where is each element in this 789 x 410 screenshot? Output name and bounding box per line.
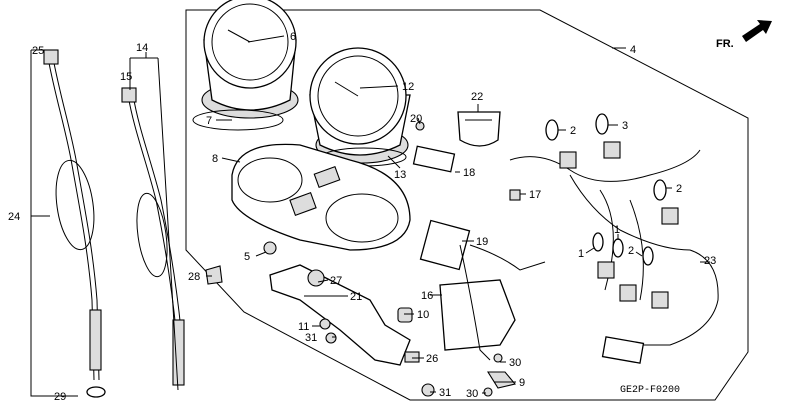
- callout-1b: 1: [614, 224, 620, 236]
- bulb-2b: [653, 179, 667, 201]
- callout-15: 15: [120, 71, 132, 83]
- callout-9: 9: [519, 377, 525, 389]
- callout-30b: 30: [466, 388, 478, 400]
- callout-21: 21: [350, 291, 362, 303]
- callout-23: 23: [704, 255, 716, 267]
- cable-top-nut-15: [121, 87, 137, 103]
- callout-31a: 31: [305, 332, 317, 344]
- leader-lines: [145, 35, 710, 394]
- callout-4: 4: [630, 44, 636, 56]
- callout-17: 17: [529, 189, 541, 201]
- callout-5: 5: [244, 251, 250, 263]
- assembly-outline: [185, 9, 749, 401]
- bolt-30a: [493, 353, 503, 363]
- bulb-1b: [612, 238, 624, 258]
- bracket-21: [269, 264, 411, 366]
- callout-13: 13: [394, 169, 406, 181]
- callout-2b: 2: [676, 183, 682, 195]
- callout-2a: 2: [570, 125, 576, 137]
- callout-3: 3: [622, 120, 628, 132]
- grommet-29: [86, 386, 106, 398]
- callout-28: 28: [188, 271, 200, 283]
- callout-18: 18: [463, 167, 475, 179]
- screw-17: [509, 189, 521, 201]
- bolt-26: [404, 351, 420, 363]
- callout-22: 22: [471, 91, 483, 103]
- callout-30a: 30: [509, 357, 521, 369]
- callout-10: 10: [417, 309, 429, 321]
- socket-cover-18: [412, 145, 456, 173]
- unit-19: [419, 219, 471, 271]
- bolt-27: [307, 269, 325, 287]
- direction-label: FR.: [716, 38, 734, 50]
- cable-top-nut: [43, 49, 59, 65]
- bulb-2c: [642, 246, 654, 266]
- cushion-10: [397, 307, 413, 323]
- callout-19: 19: [476, 236, 488, 248]
- speedometer: [309, 47, 411, 167]
- speedometer-cable: [43, 49, 106, 398]
- diagram-code: GE2P-F0200: [620, 385, 680, 396]
- callout-12: 12: [402, 81, 414, 93]
- callout-27: 27: [330, 275, 342, 287]
- callout-24: 24: [8, 211, 20, 223]
- callout-31b: 31: [439, 387, 451, 399]
- bolt-30b: [483, 387, 493, 397]
- gasket-7: [192, 109, 284, 131]
- screw-20: [415, 121, 425, 131]
- callout-14: 14: [136, 42, 148, 54]
- callout-26: 26: [426, 353, 438, 365]
- callout-16: 16: [421, 290, 433, 302]
- unit-16: [439, 279, 516, 351]
- nut-31b: [421, 383, 435, 397]
- bulb-1a: [592, 232, 604, 252]
- callout-11: 11: [298, 321, 309, 333]
- wire-harness-23: [509, 141, 719, 364]
- nut-31a: [325, 332, 337, 344]
- bulb-2a: [545, 119, 559, 141]
- clamp-9: [487, 371, 516, 389]
- cushion-5: [263, 241, 277, 255]
- tachometer: [192, 0, 299, 131]
- meter-case: [231, 143, 411, 251]
- indicator-unit-22: [457, 111, 501, 147]
- callout-20: 20: [410, 113, 422, 125]
- callout-1a: 1: [578, 248, 584, 260]
- front-direction-arrow: FR.: [716, 20, 772, 50]
- callout-8: 8: [212, 153, 218, 165]
- callout-25: 25: [32, 45, 44, 57]
- washer-11: [319, 318, 331, 330]
- nut-28: [205, 265, 223, 285]
- bulb-3: [595, 113, 609, 135]
- callout-7: 7: [206, 115, 212, 127]
- callout-6: 6: [290, 31, 296, 43]
- callout-labels: 6 7 12 8 13 20 22 18 17 19 16 10 9 30 30…: [8, 31, 716, 403]
- callout-2c: 2: [628, 245, 634, 257]
- callout-29: 29: [54, 391, 66, 403]
